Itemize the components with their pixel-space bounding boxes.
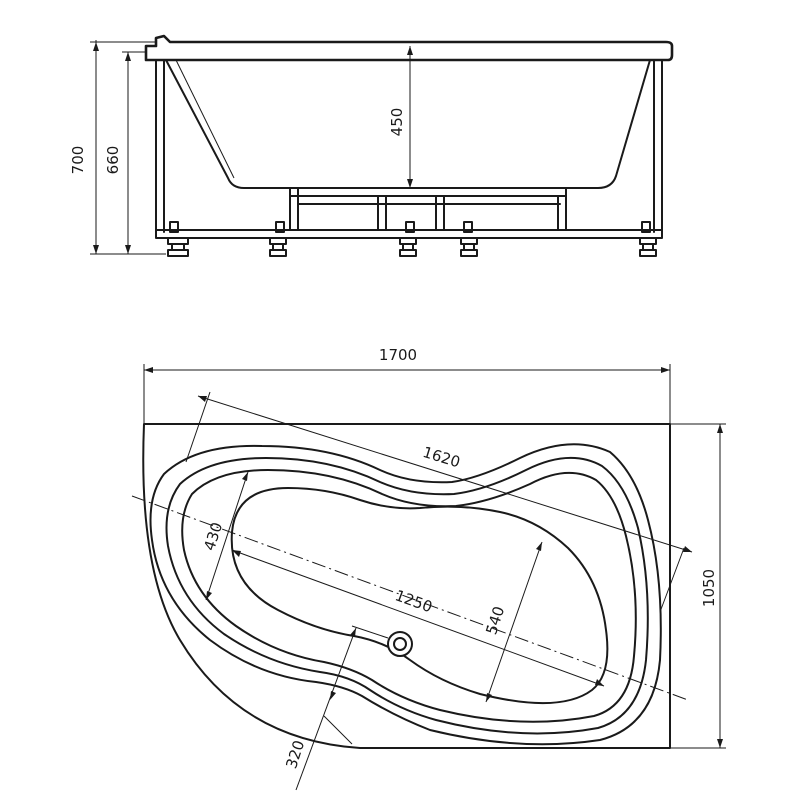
rim-contour-outer (149, 443, 662, 746)
dim-drain-offset: 320 (282, 625, 389, 791)
frame-right-post (653, 59, 663, 233)
tub-outline (142, 423, 671, 749)
center-line (131, 495, 689, 701)
dim-bowl-length-label: 1250 (393, 586, 435, 616)
rim-contour-middle (165, 456, 649, 735)
drain-inner-icon (393, 637, 407, 651)
bracket (463, 221, 473, 233)
rim-contour-inner (181, 469, 637, 723)
dim-bowl-depth: 450 (388, 46, 413, 188)
dim-drain-offset-label: 320 (282, 738, 308, 771)
dim-bowl-width-right-label: 540 (482, 604, 508, 637)
dim-bowl-width-right: 540 (482, 541, 543, 703)
dim-length-label: 1700 (379, 346, 417, 364)
bracket (405, 221, 415, 233)
dim-width: 1050 (670, 423, 726, 749)
dim-length: 1700 (143, 346, 671, 424)
support-frame (289, 187, 567, 231)
feet (167, 237, 657, 257)
bracket (169, 221, 179, 233)
bowl-floor (230, 487, 609, 705)
dim-body-height-label: 660 (104, 146, 122, 175)
frame-left-post (155, 59, 165, 233)
tub-rim (144, 34, 674, 62)
side-view: 700 660 450 (69, 34, 674, 257)
dim-body-height: 660 (104, 51, 146, 254)
tub-bowl (165, 59, 651, 189)
dim-total-height: 700 (69, 40, 166, 255)
bracket (641, 221, 651, 233)
bracket (275, 221, 285, 233)
dim-bowl-depth-label: 450 (388, 108, 406, 137)
drain-outer-icon (387, 631, 413, 657)
dim-diagonal-length-label: 1620 (421, 443, 463, 471)
top-view: 1700 1050 1620 1250 430 (131, 346, 726, 791)
dim-diagonal-length: 1620 (185, 391, 693, 613)
dim-bowl-width-left-label: 430 (200, 520, 226, 553)
dim-width-label: 1050 (700, 569, 718, 607)
drain (387, 631, 413, 657)
tub-bowl-inner (175, 59, 235, 179)
dim-total-height-label: 700 (69, 146, 87, 175)
